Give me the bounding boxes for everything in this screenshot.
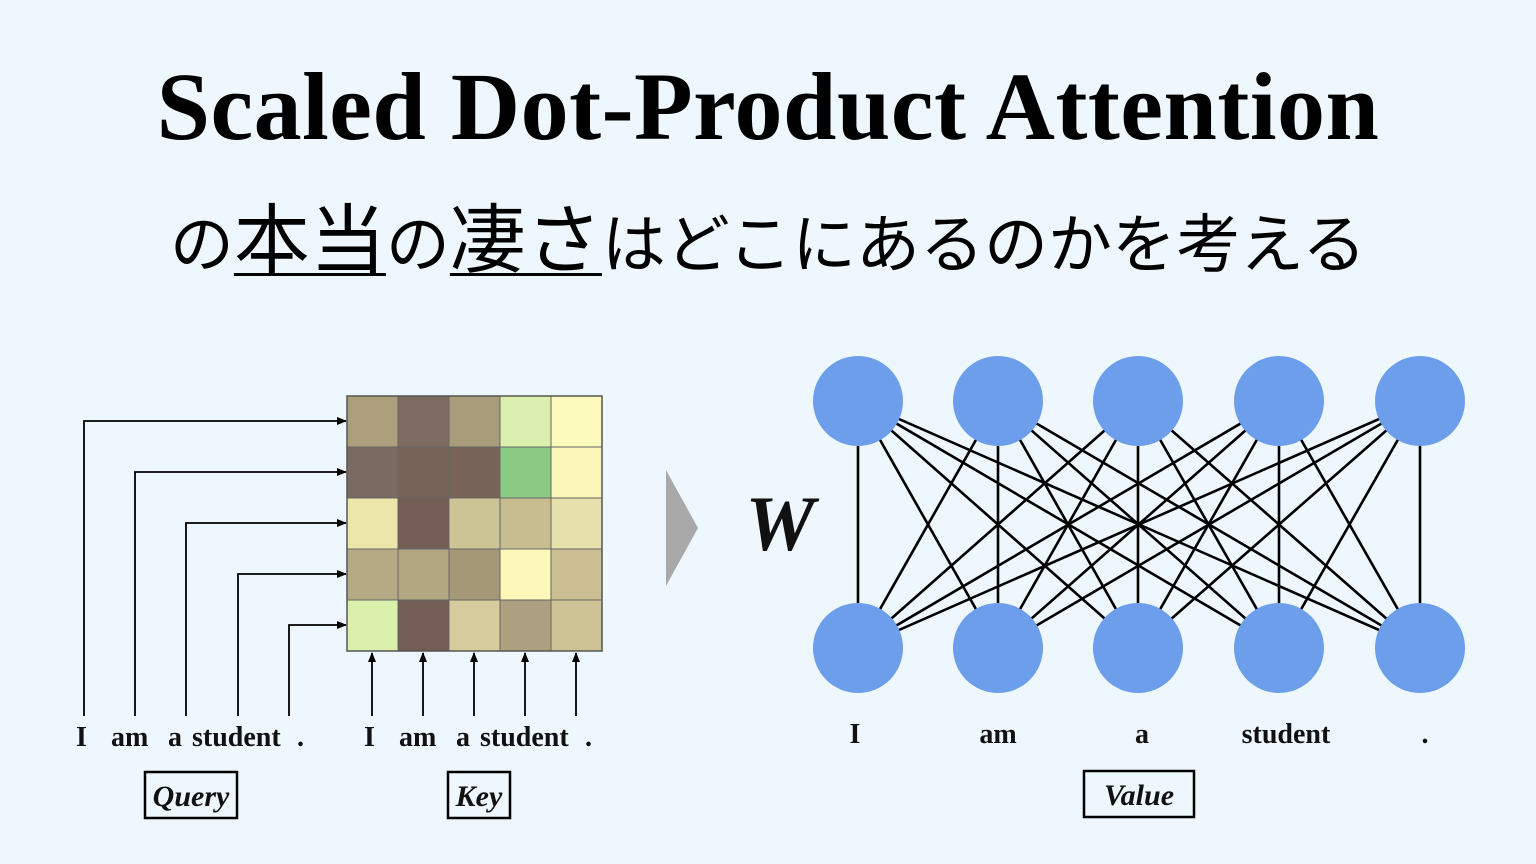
- matrix-cell: [499, 446, 552, 499]
- query-token-am: am: [111, 722, 148, 753]
- weight-edge: [857, 399, 1421, 650]
- key-tokens: I am a student .: [364, 722, 592, 753]
- value-token-a: a: [1135, 719, 1149, 750]
- attention-matrix: [346, 395, 603, 652]
- subtitle-part-5: はどこにあるのかを考える: [601, 209, 1367, 283]
- value-label: Value: [1104, 779, 1174, 812]
- key-token-i: I: [364, 722, 375, 753]
- input-node: [1093, 356, 1183, 446]
- matrix-cell: [550, 497, 603, 550]
- network-nodes: [813, 356, 1465, 693]
- weight-edge: [1137, 400, 1421, 649]
- weight-edge: [857, 399, 1280, 650]
- matrix-border: [346, 395, 603, 652]
- page-title: Scaled Dot-Product Attention: [156, 53, 1380, 160]
- matrix-cell: [448, 395, 501, 448]
- weight-edge: [856, 400, 1000, 649]
- query-token-i: I: [76, 722, 87, 753]
- value-token-student: student: [1242, 719, 1331, 750]
- matrix-cell: [448, 497, 501, 550]
- value-label-box: Value: [1082, 769, 1196, 819]
- key-label-box: Key: [446, 770, 512, 820]
- input-node: [813, 356, 903, 446]
- subtitle-part-3: の: [385, 209, 450, 283]
- matrix-cell: [499, 497, 552, 550]
- matrix-cell: [397, 599, 450, 652]
- input-node: [1234, 356, 1324, 446]
- matrix-cell: [448, 599, 501, 652]
- matrix-cell: [397, 446, 450, 499]
- matrix-cell: [499, 548, 552, 601]
- query-label-box: Query: [143, 770, 239, 820]
- matrix-cell: [448, 446, 501, 499]
- matrix-cell: [550, 446, 603, 499]
- value-token-i: I: [850, 719, 861, 750]
- query-token-period: .: [297, 722, 304, 753]
- matrix-cell: [397, 548, 450, 601]
- key-arrows: [368, 652, 580, 716]
- weight-connections: [856, 399, 1422, 650]
- input-node: [953, 356, 1043, 446]
- key-token-student: student: [480, 722, 569, 753]
- key-token-a: a: [456, 722, 470, 753]
- weight-edge: [1277, 400, 1422, 649]
- query-arrow: [185, 519, 347, 716]
- matrix-cell: [499, 395, 552, 448]
- value-token-period: .: [1422, 719, 1429, 750]
- matrix-cell: [550, 395, 603, 448]
- matrix-cell: [346, 497, 399, 550]
- weight-edge: [997, 399, 1421, 650]
- query-label: Query: [153, 780, 230, 813]
- matrix-cell: [397, 497, 450, 550]
- matrix-cell: [499, 599, 552, 652]
- input-node: [1375, 356, 1465, 446]
- page-subtitle: の本当の凄さはどこにあるのかを考える: [0, 196, 1536, 291]
- query-arrow: [237, 570, 347, 716]
- value-node: [1375, 603, 1465, 693]
- query-token-student: student: [192, 722, 281, 753]
- matrix-cell: [346, 548, 399, 601]
- value-token-am: am: [979, 719, 1016, 750]
- subtitle-part-1: の: [169, 209, 234, 283]
- query-arrows: [83, 417, 347, 716]
- matrix-cell: [346, 599, 399, 652]
- key-token-period: .: [585, 722, 592, 753]
- query-token-a: a: [168, 722, 182, 753]
- query-tokens: I am a student .: [76, 722, 304, 753]
- value-node: [953, 603, 1043, 693]
- matrix-cell: [346, 395, 399, 448]
- query-arrow: [288, 621, 347, 716]
- weight-edge: [857, 400, 1139, 649]
- matrix-cell: [346, 446, 399, 499]
- subtitle-emphasis-2: 凄さ: [449, 196, 602, 285]
- value-tokens: I am a student .: [850, 719, 1429, 750]
- weight-label: W: [745, 480, 819, 567]
- value-node: [1234, 603, 1324, 693]
- matrix-cell: [550, 599, 603, 652]
- value-node: [813, 603, 903, 693]
- matrix-cell: [448, 548, 501, 601]
- key-token-am: am: [399, 722, 436, 753]
- matrix-cell: [550, 548, 603, 601]
- query-arrow: [134, 468, 347, 716]
- key-label: Key: [455, 780, 503, 813]
- matrix-cell: [397, 395, 450, 448]
- value-node: [1093, 603, 1183, 693]
- transition-chevron-icon: [666, 470, 698, 586]
- subtitle-emphasis-1: 本当: [233, 196, 386, 285]
- query-arrow: [83, 417, 347, 716]
